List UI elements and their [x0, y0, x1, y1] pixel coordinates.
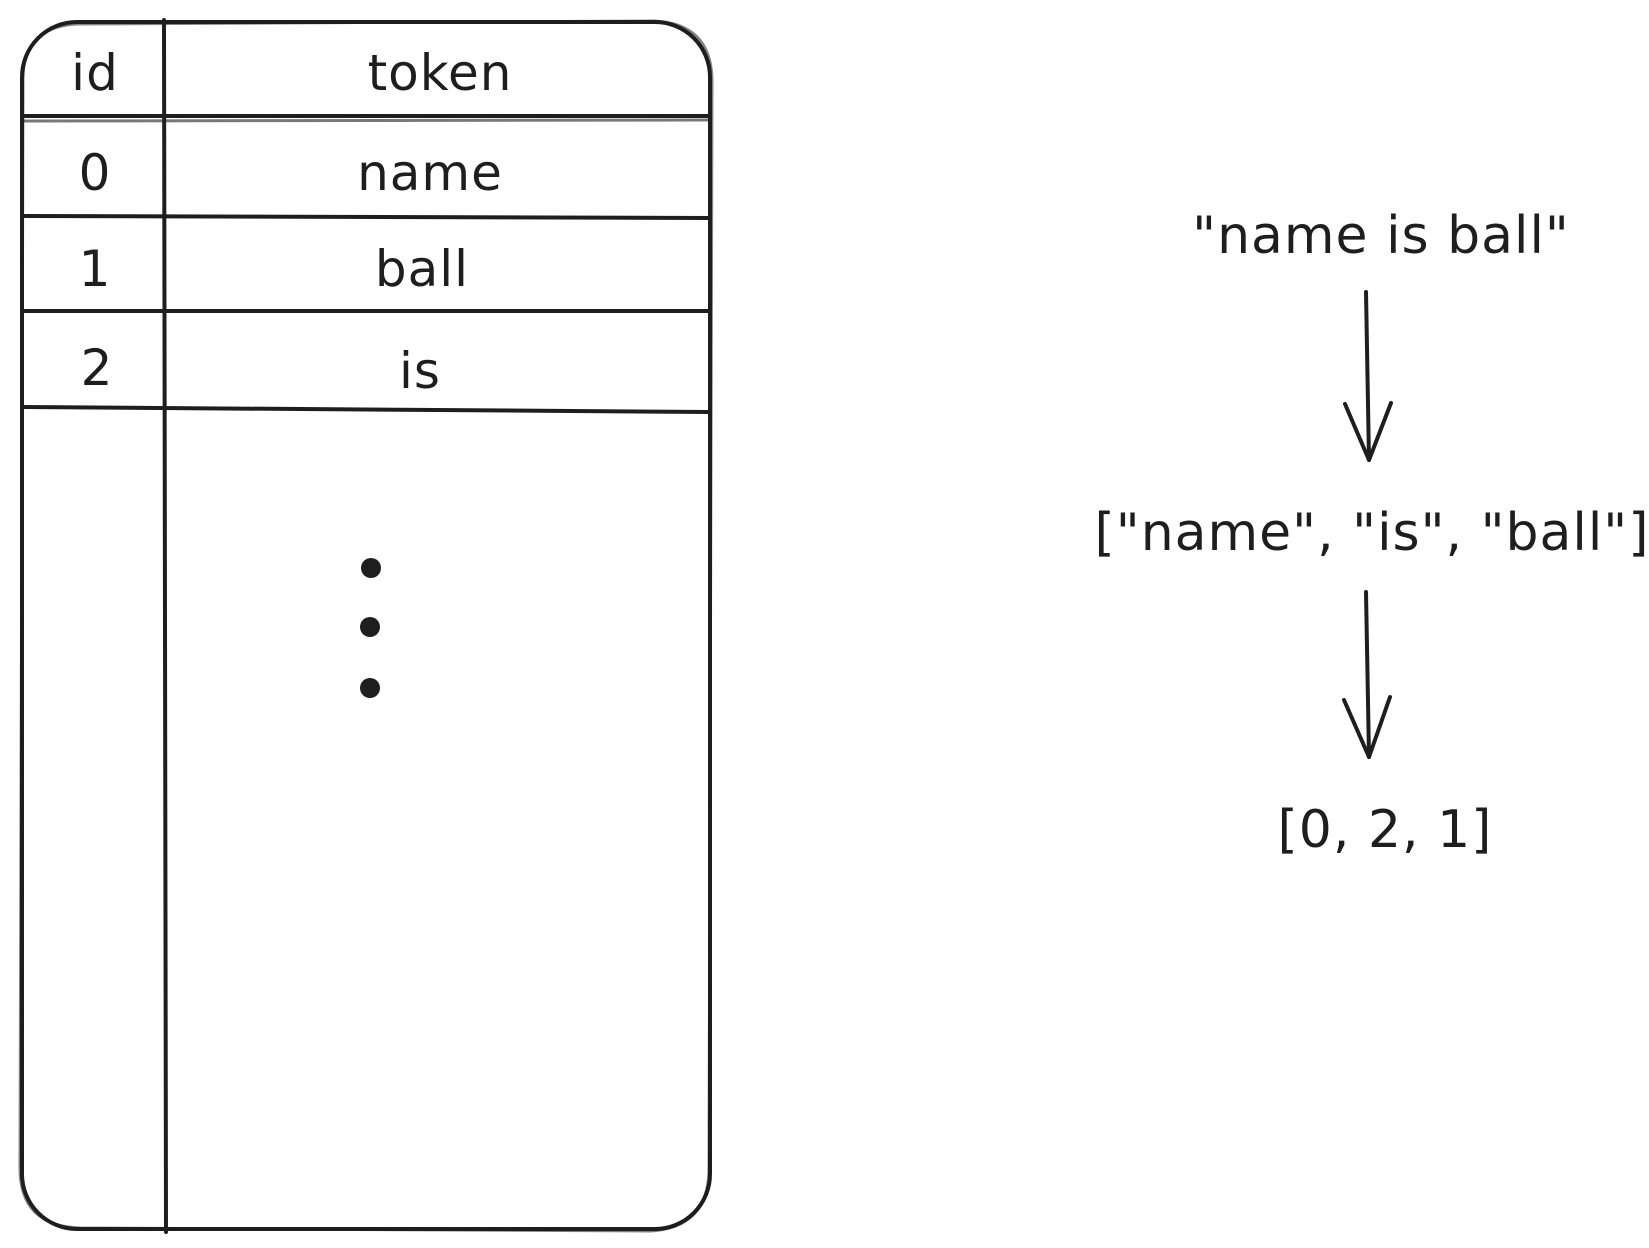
- token-list: ["name", "is", "ball"]: [1095, 503, 1649, 563]
- row-token: is: [399, 342, 441, 400]
- table-row: 2 is: [81, 339, 441, 400]
- ellipsis-icon: ⋮: [360, 558, 381, 698]
- row-id: 0: [79, 144, 112, 202]
- row-token: ball: [375, 240, 469, 298]
- row-token: name: [357, 144, 503, 202]
- arrow-down-icon: [1343, 290, 1393, 462]
- table-frame-sketch: [18, 19, 714, 1233]
- row-separator-header-sketch: [22, 118, 710, 123]
- table-row: 0 name: [79, 144, 503, 202]
- row-id: 2: [81, 339, 114, 397]
- header-token: token: [368, 44, 513, 102]
- tokenization-flow: "name is ball" ["name", "is", "ball"] [0…: [1095, 206, 1649, 860]
- row-separator-3: [21, 405, 711, 414]
- ellipsis-dot: [361, 558, 381, 578]
- ellipsis-dot: [360, 617, 380, 637]
- row-id: 1: [79, 240, 112, 298]
- column-divider: [162, 18, 168, 1234]
- vocabulary-table: id token 0 name 1 ball 2 is ⋮: [18, 18, 714, 1234]
- id-list: [0, 2, 1]: [1278, 800, 1493, 860]
- ellipsis-dot: [360, 678, 380, 698]
- input-sentence: "name is ball": [1192, 206, 1570, 266]
- row-separator-1: [21, 214, 711, 220]
- header-id: id: [71, 44, 119, 102]
- table-row: 1 ball: [79, 240, 469, 298]
- arrow-down-icon: [1342, 590, 1392, 759]
